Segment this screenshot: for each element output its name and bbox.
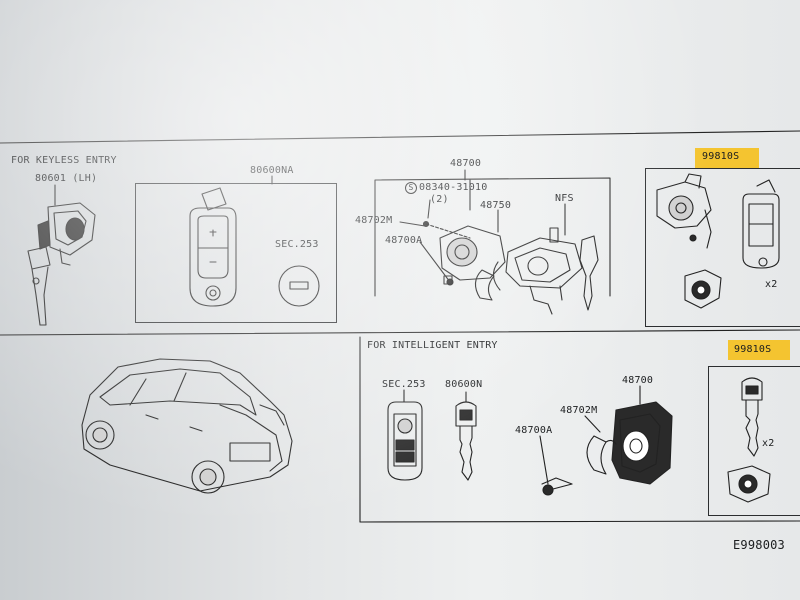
intelligent-kit-parts [727,377,771,503]
figure-id: E998003 [733,538,785,552]
kit-label-99810S-intelligent: 99810S [734,344,772,355]
qty-label-intelligent: x2 [762,438,775,449]
